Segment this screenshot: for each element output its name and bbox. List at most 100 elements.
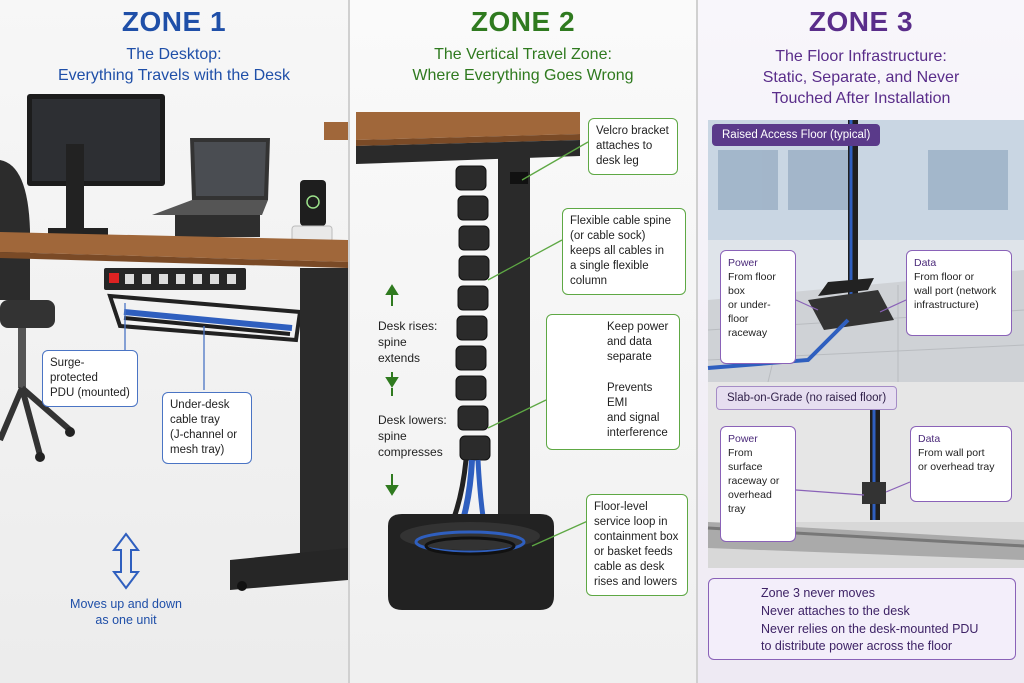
zone-3-panel: ZONE 3 The Floor Infrastructure: Static,… [698, 0, 1024, 683]
raised-power-line-3: raceway [728, 327, 768, 339]
moves-label: Moves up and down as one unit [60, 596, 192, 628]
desk-lowers-line-3: compresses [378, 445, 443, 459]
moves-line-2: as one unit [95, 613, 157, 627]
pdu-strip-icon [104, 268, 246, 290]
zone-1-title: ZONE 1 [121, 6, 227, 37]
raised-power-head: Power [728, 257, 758, 269]
zone-2-panel: ZONE 2 The Vertical Travel Zone: Where E… [350, 0, 696, 683]
raised-data-line-2: wall port (network [914, 285, 997, 297]
moves-line-1: Moves up and down [70, 597, 182, 611]
zone-3-title: ZONE 3 [808, 6, 914, 37]
desk-lowers-line-2: spine [378, 429, 407, 443]
callout-tray-line-4: mesh tray) [170, 444, 225, 456]
slab-title: Slab-on-Grade (no raised floor) [716, 386, 898, 410]
office-chair-icon [0, 160, 75, 462]
monitor-icon [27, 94, 165, 235]
containment-box-icon [388, 514, 554, 610]
callout-loop-line-4: or basket feeds [594, 546, 673, 558]
zone-1-subtitle-2: Everything Travels with the Desk [57, 67, 291, 84]
note-line-2: Never attaches to the desk [761, 604, 910, 618]
divider-1 [348, 0, 350, 683]
desk-foot [230, 548, 348, 590]
raised-data-line-1: From floor or [914, 271, 975, 283]
raised-power-callout: Power From floor box or under-floor race… [720, 250, 796, 364]
callout-loop-line-2: service loop in [594, 516, 668, 528]
callout-separate-line-2: and data [607, 336, 652, 348]
desk-rises-line-2: spine [378, 335, 407, 349]
slab-power-callout: Power From surface raceway or overhead t… [720, 426, 796, 542]
slab-data-head: Data [918, 433, 941, 445]
zone-3-note: Zone 3 never moves Never attaches to the… [708, 578, 1016, 660]
desk-rises-line-1: Desk rises: [378, 319, 438, 333]
zone-2-subtitle-2: Where Everything Goes Wrong [412, 67, 634, 84]
raised-data-head: Data [914, 257, 937, 269]
callout-pdu: Surge-protected PDU (mounted) [42, 350, 138, 407]
cable-tray-icon [107, 293, 303, 343]
callout-tray-line-3: (J-channel or [170, 429, 238, 441]
zone-3-subtitle-1: The Floor Infrastructure: [775, 48, 947, 65]
callout-velcro: Velcro bracket attaches to desk leg [588, 118, 678, 175]
note-line-1: Zone 3 never moves [761, 586, 875, 600]
slab-power-line-3: overhead tray [728, 489, 772, 515]
callout-loop-line-1: Floor-level [594, 501, 648, 513]
desk-rises-label: Desk rises: spine extends [378, 318, 458, 366]
rise-lower-arrows [385, 284, 399, 496]
callout-loop-line-3: containment box [594, 531, 679, 543]
callout-velcro-line-2: attaches to [596, 140, 653, 152]
callout-tray-line-1: Under-desk [170, 399, 230, 411]
slab-data-line-2: or overhead tray [918, 461, 995, 473]
floor-box-icon [808, 278, 894, 330]
slab-power-line-1: From surface [728, 447, 763, 473]
laptop-icon [152, 138, 270, 237]
phone-dock-icon [291, 180, 333, 243]
callout-velcro-line-3: desk leg [596, 155, 639, 167]
raised-data-callout: Data From floor or wall port (network in… [906, 250, 1012, 336]
desk-illustration [0, 94, 348, 591]
raised-power-line-2: or under-floor [728, 299, 771, 325]
callout-spine-line-5: column [570, 275, 608, 287]
desk-leg [300, 268, 348, 558]
callout-spine-line-1: Flexible cable spine [570, 215, 672, 227]
callout-cable-tray: Under-desk cable tray (J-channel or mesh… [162, 392, 252, 464]
note-line-3: Never relies on the desk-mounted PDU [761, 622, 979, 636]
cable-spine-icon [455, 165, 491, 461]
desk-rises-line-3: extends [378, 351, 421, 365]
slab-data-line-1: From wall port [918, 447, 985, 459]
callout-pdu-line-1: Surge-protected [50, 357, 98, 384]
raised-power-line-1: From floor box [728, 271, 776, 297]
callout-spine-line-3: keeps all cables in [570, 245, 664, 257]
slab-power-line-2: raceway or [728, 475, 780, 487]
callout-service-loop: Floor-level service loop in containment … [586, 494, 688, 596]
note-line-4: to distribute power across the floor [761, 639, 953, 653]
desk-lowers-label: Desk lowers: spine compresses [378, 412, 458, 460]
callout-spine-line-2: (or cable sock) [570, 230, 646, 242]
slab-power-head: Power [728, 433, 758, 445]
desk-lowers-line-1: Desk lowers: [378, 413, 447, 427]
zone-1-subtitle-1: The Desktop: [126, 46, 222, 63]
up-down-arrow-icon [112, 532, 140, 590]
velcro-bracket-icon [510, 172, 528, 184]
callout-velcro-line-1: Velcro bracket [596, 125, 669, 137]
callout-emi-line-3: interference [607, 427, 668, 439]
zone-3-subtitle-3: Touched After Installation [771, 90, 951, 107]
callout-spine-line-4: a single flexible [570, 260, 649, 272]
zone-2-title: ZONE 2 [470, 6, 576, 37]
desk-leg-zone2 [498, 156, 530, 536]
raised-data-line-3: infrastructure) [914, 299, 979, 311]
callout-loop-line-5: cable as desk [594, 561, 665, 573]
divider-2 [696, 0, 698, 683]
zone-3-subtitle-2: Static, Separate, and Never [762, 69, 960, 86]
callout-emi-line-2: and signal [607, 412, 660, 424]
callout-separate-line-1: Keep power [607, 321, 669, 333]
callout-separate-line-3: separate [607, 351, 652, 363]
slab-data-callout: Data From wall port or overhead tray [910, 426, 1012, 502]
raised-floor-title: Raised Access Floor (typical) [712, 124, 881, 146]
callout-loop-line-6: rises and lowers [594, 576, 678, 588]
callout-pdu-line-2: PDU (mounted) [50, 387, 130, 399]
wall-port-icon [862, 482, 886, 504]
zone-1-panel: ZONE 1 The Desktop: Everything Travels w… [0, 0, 348, 683]
callout-emi-line-1: Prevents EMI [607, 382, 653, 409]
callout-spine: Flexible cable spine (or cable sock) kee… [562, 208, 686, 295]
callout-tray-line-2: cable tray [170, 414, 220, 426]
zone-2-subtitle-1: The Vertical Travel Zone: [434, 46, 612, 63]
